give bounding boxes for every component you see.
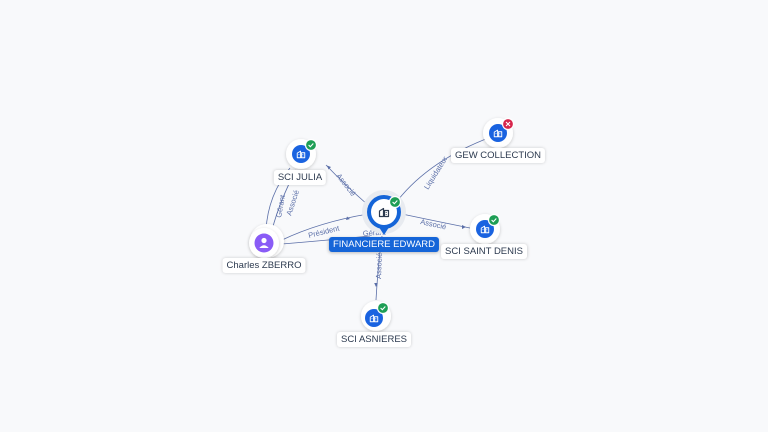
label-sci-saint-denis[interactable]: SCI SAINT DENIS: [441, 244, 527, 259]
label-sci-julia[interactable]: SCI JULIA: [273, 170, 327, 185]
edge-label-main-stdenis: Associé: [420, 217, 448, 231]
label-charles-zberro[interactable]: Charles ZBERRO: [222, 258, 306, 273]
person-icon: [259, 237, 269, 248]
check-badge-icon: [304, 138, 318, 152]
check-badge-icon: [388, 195, 402, 209]
edge-label-charles-main-2: Gérant: [363, 227, 387, 238]
node-sci-saint-denis[interactable]: [470, 213, 501, 244]
label-financiere-edward[interactable]: FINANCIERE EDWARD: [328, 237, 440, 252]
node-financiere-edward[interactable]: [362, 190, 406, 235]
edge-label-charles-julia-2: Associé: [284, 189, 301, 217]
node-sci-asnieres[interactable]: [361, 301, 391, 331]
node-charles-zberro[interactable]: [249, 224, 284, 258]
node-gew-collection[interactable]: [483, 117, 515, 148]
edge-charles-main[interactable]: [281, 213, 369, 241]
arrow-head: [346, 216, 350, 220]
label-sci-asnieres[interactable]: SCI ASNIERES: [337, 332, 411, 347]
node-sci-julia[interactable]: [286, 138, 318, 169]
arrow-head: [374, 283, 378, 287]
arrow-head: [327, 165, 331, 170]
edge-charles-main-2[interactable]: [281, 235, 371, 245]
arrow-head: [462, 225, 466, 229]
check-badge-icon: [487, 213, 501, 227]
edge-label-main-asnieres: Associé: [374, 253, 384, 280]
edge-label-main-julia: Associé: [334, 172, 357, 198]
cross-badge-icon: [501, 117, 515, 131]
edge-label-charles-julia-1: Gérant: [274, 193, 287, 218]
label-gew-collection[interactable]: GEW COLLECTION: [450, 148, 546, 163]
edge-main-gew[interactable]: [397, 136, 492, 201]
check-badge-icon: [376, 301, 390, 315]
